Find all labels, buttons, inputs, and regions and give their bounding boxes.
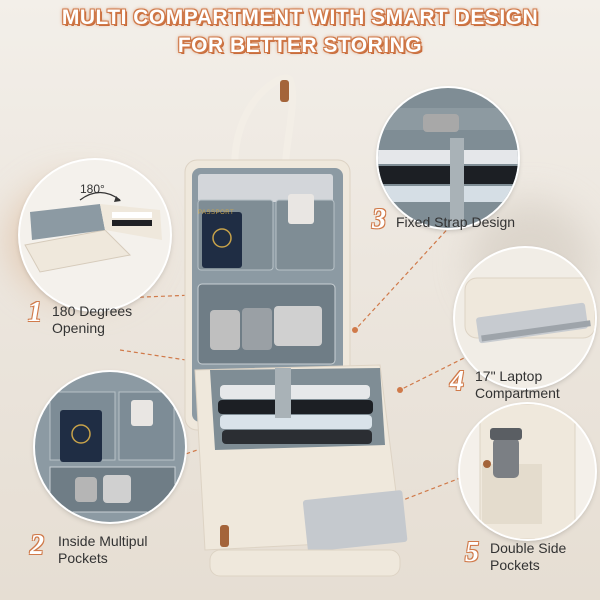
feature-label-2-line-1: Inside Multipul bbox=[58, 533, 148, 549]
feature-number-1: 1 bbox=[28, 297, 42, 328]
feature-label-1-line-2: Opening bbox=[52, 320, 105, 336]
passport-text: PASSPORT bbox=[198, 210, 235, 216]
feature-label-5-line-2: Pockets bbox=[490, 557, 540, 573]
feature-number-3: 3 bbox=[372, 204, 386, 235]
detail-circle-side-pockets bbox=[460, 404, 595, 539]
detail-circle-180-opening: 180° bbox=[20, 160, 170, 310]
feature-label-1: 180 Degrees Opening bbox=[52, 303, 132, 337]
detail-circle-laptop-compartment bbox=[455, 248, 595, 388]
feature-label-3: Fixed Strap Design bbox=[396, 214, 515, 231]
feature-label-5-line-1: Double Side bbox=[490, 540, 567, 556]
feature-label-4-line-1: 17" Laptop bbox=[475, 368, 543, 384]
feature-number-2: 2 bbox=[30, 530, 44, 561]
feature-label-4-line-2: Compartment bbox=[475, 385, 560, 401]
feature-label-3-line-1: Fixed Strap Design bbox=[396, 214, 516, 230]
detail-circle-fixed-strap bbox=[378, 88, 518, 228]
feature-label-4: 17" Laptop Compartment bbox=[475, 368, 560, 402]
headline-line-1: MULTI COMPARTMENT WITH SMART DESIGN bbox=[61, 6, 539, 29]
feature-number-4: 4 bbox=[450, 366, 464, 397]
feature-label-1-line-1: 180 Degrees bbox=[52, 303, 133, 319]
feature-label-5: Double Side Pockets bbox=[490, 540, 566, 574]
feature-label-2-line-2: Pockets bbox=[58, 550, 108, 566]
backpack-main bbox=[184, 74, 408, 577]
headline-line-2: FOR BETTER STORING bbox=[177, 34, 423, 57]
opening-angle-label: 180° bbox=[80, 182, 105, 196]
feature-label-2: Inside Multipul Pockets bbox=[58, 533, 148, 567]
detail-circle-inside-pockets bbox=[35, 372, 185, 522]
feature-number-5: 5 bbox=[465, 537, 479, 568]
